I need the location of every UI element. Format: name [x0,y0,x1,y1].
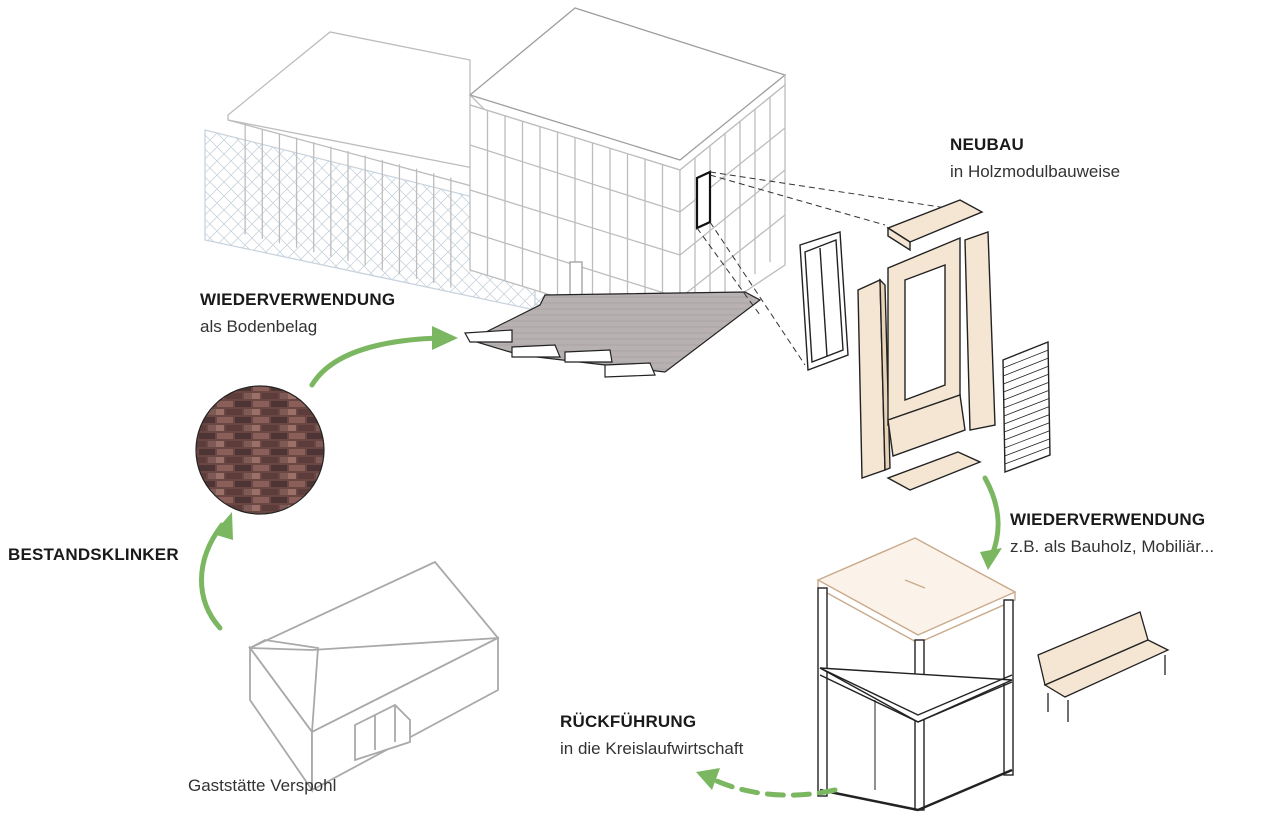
flow-arrows [199,335,1001,798]
neubau-title: NEUBAU [950,135,1024,154]
brick-sample [195,385,325,515]
label-neubau: NEUBAU in Holzmodulbauweise [950,135,1120,183]
reuse-wood-subtitle: z.B. als Bauholz, Mobiliär... [1010,537,1215,557]
label-bestand: BESTANDSKLINKER [8,545,179,565]
louver-slat [1003,398,1050,417]
louver-slat [1004,422,1050,441]
reuse-floor-title: WIEDERVERWENDUNG [200,290,396,309]
louver-slat [1003,406,1050,425]
old-building-caption: Gaststätte Verspohl [188,776,337,795]
explode-lines [696,171,961,366]
louver-slat [1004,430,1050,449]
louver-slat [1004,414,1050,433]
facade-module-highlight [695,170,712,230]
old-building [248,560,500,793]
label-reuse-floor: WIEDERVERWENDUNG als Bodenbelag [200,290,395,338]
reuse-wood-title: WIEDERVERWENDUNG [1010,510,1206,529]
louver-slat [1003,365,1049,385]
bestand-title: BESTANDSKLINKER [8,545,179,564]
return-subtitle: in die Kreislaufwirtschaft [560,739,744,759]
label-reuse-wood: WIEDERVERWENDUNG z.B. als Bauholz, Mobil… [1010,510,1214,558]
neubau-subtitle: in Holzmodulbauweise [950,162,1121,182]
louver-slat [1003,357,1049,377]
label-return: RÜCKFÜHRUNG in die Kreislaufwirtschaft [560,712,743,760]
flow-arrowheads [213,326,1002,790]
louver-slat [1002,349,1049,369]
louver-slat [1004,438,1050,457]
brick-paving [464,291,762,378]
main-building [204,7,787,337]
louver-slat [1003,373,1049,393]
return-title: RÜCKFÜHRUNG [560,712,697,731]
louver-slat [1004,446,1050,465]
louver-slat [1003,390,1050,409]
wood-module-exploded [799,199,1051,491]
louver-slat [1003,381,1049,401]
reused-module [816,537,1017,812]
bench [1037,611,1170,722]
reuse-floor-subtitle: als Bodenbelag [200,317,318,337]
